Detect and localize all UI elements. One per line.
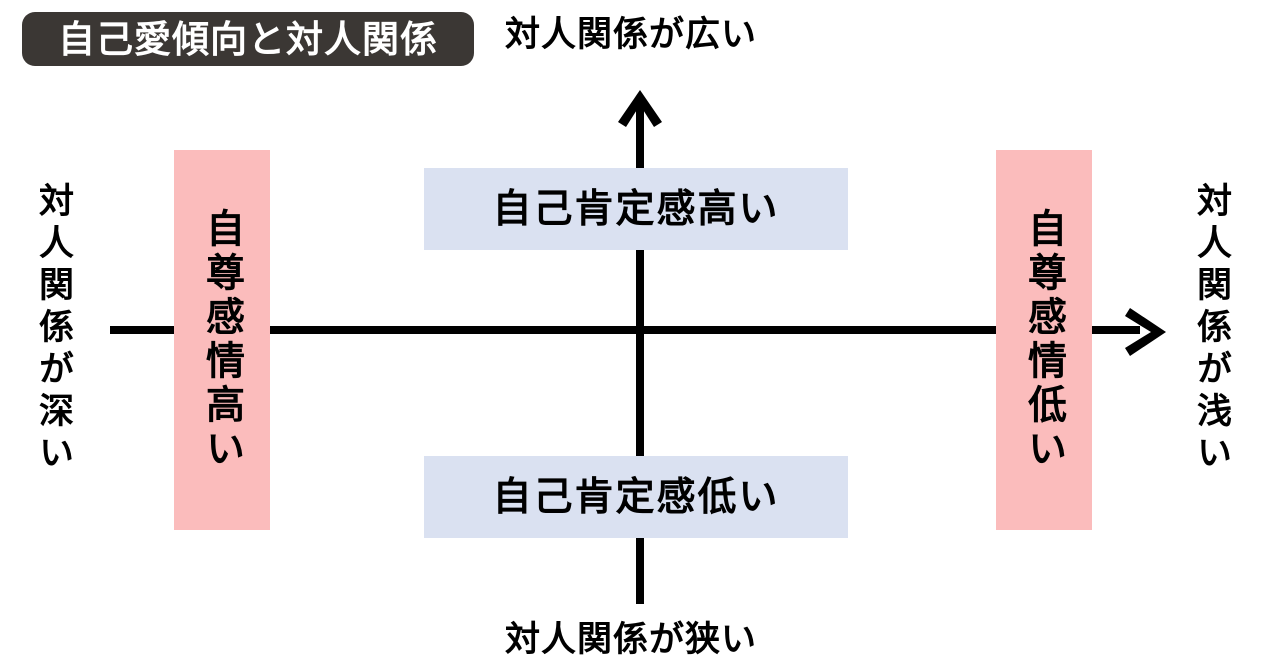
axis-label-top: 対人関係が広い: [505, 15, 758, 54]
band-self-affirmation-low: 自己肯定感低い: [424, 456, 848, 538]
arrow-up-icon: [614, 88, 666, 140]
band-self-esteem-high: 自尊感情高い: [174, 150, 270, 530]
band-self-affirmation-high: 自己肯定感高い: [424, 168, 848, 250]
axis-label-bottom: 対人関係が狭い: [505, 620, 758, 659]
arrow-right-icon: [1112, 304, 1168, 360]
band-self-affirmation-high-label: 自己肯定感高い: [492, 187, 780, 231]
axis-label-left: 対人関係が深い: [34, 182, 73, 476]
band-self-affirmation-low-label: 自己肯定感低い: [492, 475, 780, 519]
vertical-axis-line: [636, 100, 644, 604]
diagram-title-badge: 自己愛傾向と対人関係: [22, 12, 474, 66]
page-title: 自己愛傾向と対人関係: [58, 18, 438, 60]
band-self-esteem-low: 自尊感情低い: [996, 150, 1092, 530]
band-self-esteem-high-label: 自尊感情高い: [200, 208, 244, 472]
band-self-esteem-low-label: 自尊感情低い: [1022, 208, 1066, 472]
horizontal-axis-line: [110, 326, 1140, 334]
axis-label-right: 対人関係が浅い: [1192, 182, 1231, 476]
